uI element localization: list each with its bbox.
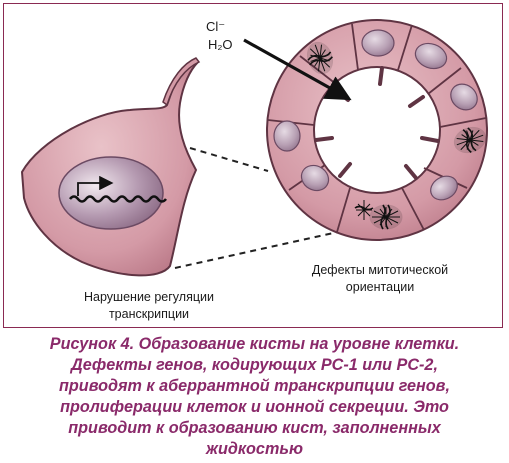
mitotic-spindle-icon (306, 41, 487, 230)
mitotic-label-line2: ориентации (345, 280, 415, 294)
caption-line: Рисунок 4. Образование кисты на уровне к… (49, 335, 460, 353)
zoom-lines (174, 147, 339, 269)
primary-cilium (162, 57, 201, 107)
dna-strand-icon (68, 195, 168, 203)
epithelial-cell (20, 57, 201, 277)
caption-line: приводит к образованию кист, заполненных (68, 419, 441, 437)
chloride-ion-label: Cl⁻ (206, 19, 226, 34)
mitotic-orientation-defects-label: Дефекты митотической ориентации (290, 262, 470, 296)
figure-caption: Рисунок 4. Образование кисты на уровне к… (10, 334, 499, 460)
cyst-lumen (313, 66, 441, 194)
transcription-arrow (77, 175, 114, 196)
caption-line: пролиферации клеток и ионной секреции. Э… (60, 398, 449, 416)
transcription-label-line1: Нарушение регуляции (84, 290, 214, 304)
caption-line: Дефекты генов, кодирующих РС-1 или РС-2, (71, 356, 438, 374)
water-label: H₂O (208, 37, 233, 52)
caption-line: жидкостью (206, 440, 303, 458)
mitotic-label-line1: Дефекты митотической (311, 263, 449, 277)
transcription-label-line2: транскрипции (108, 307, 190, 321)
nucleus (58, 156, 164, 230)
transcription-dysregulation-label: Нарушение регуляции транскрипции (54, 289, 244, 323)
ion-secretion-arrow (243, 38, 352, 101)
caption-line: приводят к аберрантной транскрипции гено… (59, 377, 450, 395)
cyst-diagram (20, 19, 488, 277)
cyst (243, 19, 488, 241)
